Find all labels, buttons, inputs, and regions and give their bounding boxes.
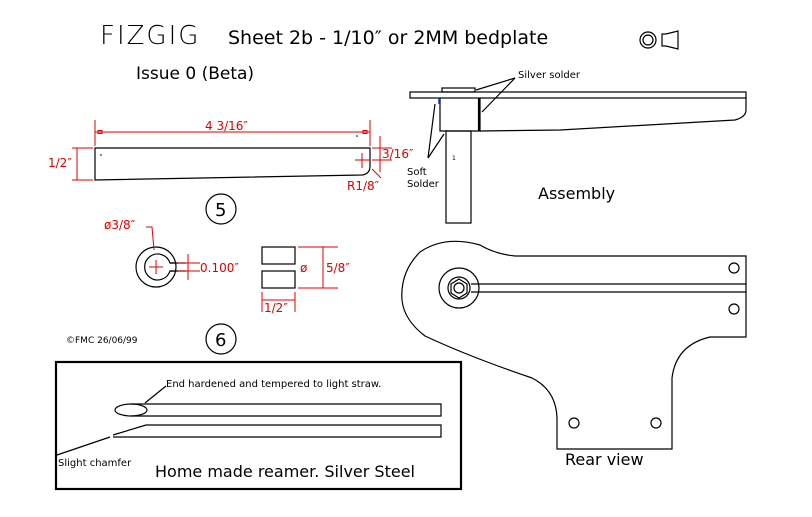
part6-diameter-symbol: ø [300, 261, 307, 275]
part5-hole-offset-dim: 3/16″ [382, 147, 414, 161]
assembly-soft-solder-note-line1: Soft [407, 167, 427, 178]
sheet-subtitle: Sheet 2b - 1/10″ or 2MM bedplate [228, 27, 548, 49]
part6-slot-width-dim: 0.100″ [200, 261, 239, 275]
reamer-frame [54, 360, 463, 491]
part5-radius-dim: R1/8″ [347, 179, 380, 193]
balloon-5 [205, 193, 237, 225]
part5-height-dim: 1/2″ [48, 156, 72, 170]
reamer-end-note: End hardened and tempered to light straw… [166, 379, 381, 390]
third-angle-projection-icon [639, 30, 679, 50]
sheet-title: FIZGIG [100, 21, 200, 51]
part6-washer-drawing [135, 226, 200, 288]
part6-block-height-dim: 5/8″ [326, 261, 350, 275]
copyright-note: ©FMC 26/06/99 [66, 336, 138, 346]
part6-blocks-drawing [261, 246, 338, 312]
assembly-drawing: 1 [409, 77, 747, 224]
shaft-mark: 1 [452, 155, 456, 162]
part5-length-dim: 4 3/16″ [205, 119, 248, 133]
balloon-6 [205, 323, 237, 355]
part6-washer-dia-dim: ø3/8″ [104, 218, 136, 232]
arm-outline [94, 147, 371, 181]
assembly-silver-solder-note: Silver solder [518, 70, 581, 81]
balloon-5-number: 5 [215, 200, 226, 221]
part6-block-width-dim: 1/2″ [264, 301, 288, 315]
reamer-caption: Home made reamer. Silver Steel [155, 462, 415, 481]
part5-drawing [72, 120, 392, 181]
reamer-drawing [56, 385, 442, 456]
issue-label: Issue 0 (Beta) [136, 64, 254, 84]
rear-view-label: Rear view [565, 450, 644, 469]
assembly-label: Assembly [538, 184, 615, 203]
assembly-soft-solder-note-line2: Solder [407, 179, 440, 190]
balloon-6-number: 6 [215, 330, 226, 351]
reamer-chamfer-note: Slight chamfer [58, 458, 132, 469]
rear-view-drawing [401, 240, 747, 450]
